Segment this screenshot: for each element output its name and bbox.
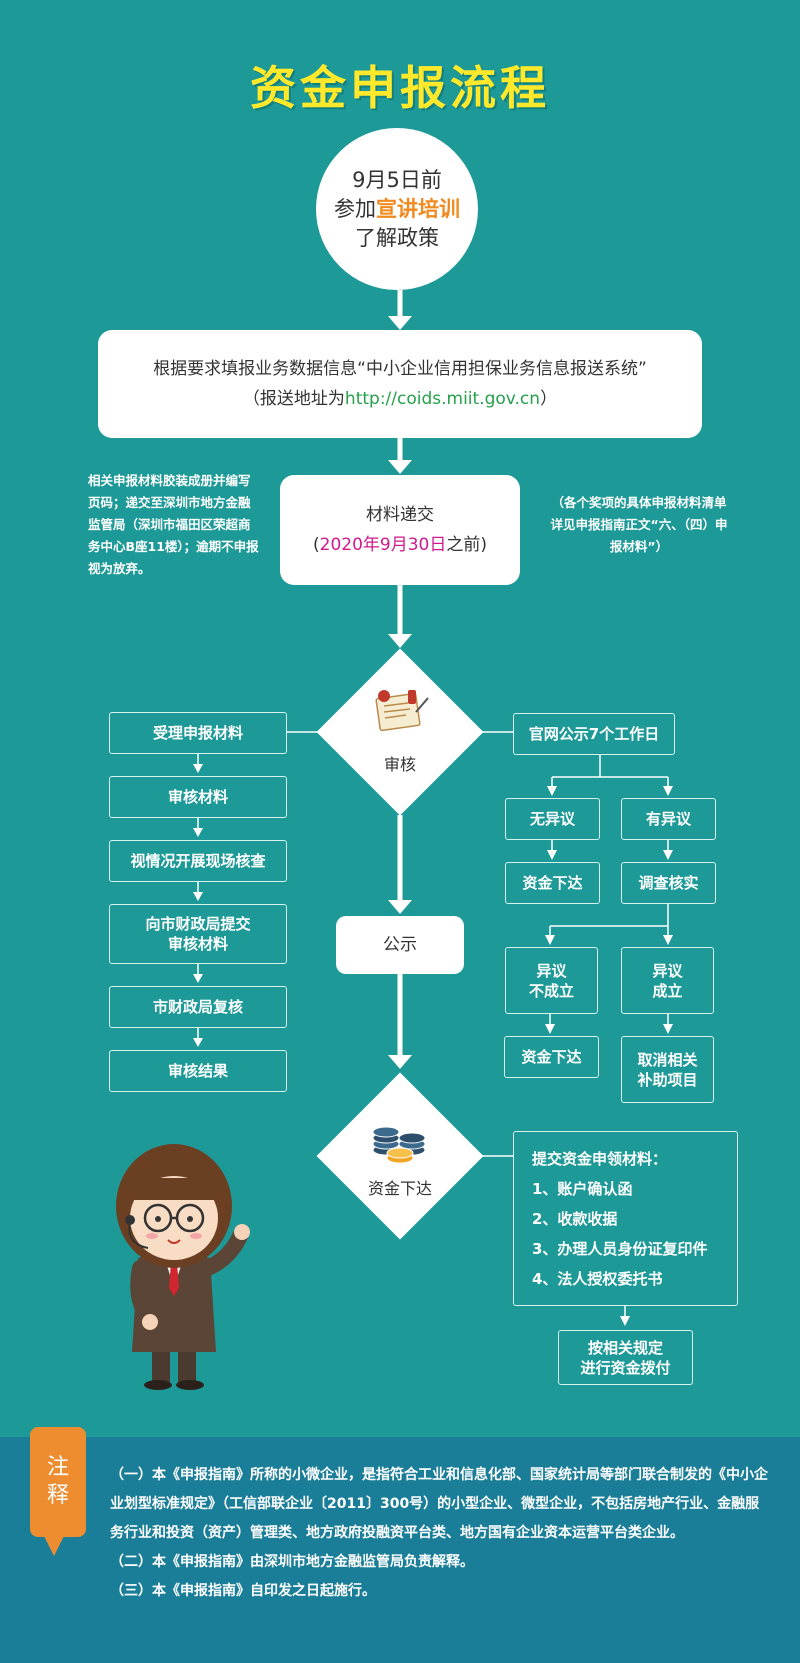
- fund-payment-box: 按相关规定 进行资金拨付: [558, 1330, 693, 1385]
- material-item: 3、办理人员身份证复印件: [532, 1234, 707, 1264]
- left-submission-note: 相关申报材料胶装成册并编写页码；递交至深圳市地方金融监管局（深圳市福田区荣超商务…: [88, 470, 260, 580]
- fill-data-text: 根据要求填报业务数据信息“中小企业信用担保业务信息报送系统”: [98, 354, 702, 384]
- materials-title: 提交资金申领材料：: [532, 1144, 667, 1174]
- submit-materials-label: 材料递交: [280, 500, 520, 530]
- cancel-subsidy: 取消相关 补助项目: [621, 1036, 714, 1103]
- investigate-verify: 调查核实: [621, 862, 716, 904]
- review-label: 审核: [340, 751, 460, 775]
- fund-issued-no-objection: 资金下达: [505, 862, 600, 904]
- step-onsite-check: 视情况开展现场核查: [109, 840, 287, 882]
- notes-tag: 注 释: [30, 1427, 86, 1537]
- note-item: （二）本《申报指南》由深圳市地方金融监管局负责解释。: [110, 1548, 770, 1577]
- note-item: （三）本《申报指南》自印发之日起施行。: [110, 1577, 770, 1606]
- material-item: 1、账户确认函: [532, 1174, 632, 1204]
- right-material-note: （各个奖项的具体申报材料清单详见申报指南正文“六、（四）申报材料”）: [546, 492, 732, 558]
- document-stamp-icon: [372, 688, 430, 734]
- fund-materials-box: 提交资金申领材料： 1、账户确认函 2、收款收据 3、办理人员身份证复印件 4、…: [513, 1131, 738, 1306]
- objection-invalid: 异议 不成立: [505, 947, 598, 1014]
- training-highlight: 宣讲培训: [376, 197, 460, 221]
- fund-issued-objection-invalid: 资金下达: [504, 1036, 599, 1078]
- deadline-date: 2020年9月30日: [320, 535, 447, 555]
- report-link[interactable]: http://coids.miit.gov.cn: [345, 389, 540, 409]
- has-objection: 有异议: [621, 798, 716, 840]
- step-review-result: 审核结果: [109, 1050, 287, 1092]
- no-objection: 无异议: [505, 798, 600, 840]
- page-title: 资金申报流程: [0, 52, 800, 118]
- fund-issue-label: 资金下达: [340, 1175, 460, 1199]
- public-notice-7days: 官网公示7个工作日: [513, 713, 675, 755]
- step-finance-recheck: 市财政局复核: [109, 986, 287, 1028]
- material-item: 4、法人授权委托书: [532, 1264, 662, 1294]
- training-purpose: 了解政策: [316, 224, 478, 253]
- step-submit-to-finance: 向市财政局提交 审核材料: [109, 904, 287, 964]
- cartoon-girl-illustration: [100, 1138, 260, 1392]
- step-accept-materials: 受理申报材料: [109, 712, 287, 754]
- report-address: （报送地址为http://coids.miit.gov.cn）: [98, 384, 702, 414]
- material-item: 2、收款收据: [532, 1204, 617, 1234]
- step-review-materials: 审核材料: [109, 776, 287, 818]
- notes-text: （一）本《申报指南》所称的小微企业，是指符合工业和信息化部、国家统计局等部门联合…: [110, 1461, 770, 1606]
- note-item: （一）本《申报指南》所称的小微企业，是指符合工业和信息化部、国家统计局等部门联合…: [110, 1461, 770, 1548]
- submit-deadline: (2020年9月30日之前): [280, 530, 520, 560]
- objection-valid: 异议 成立: [621, 947, 714, 1014]
- step-training-circle: 9月5日前 参加宣讲培训 了解政策: [316, 128, 478, 290]
- training-deadline: 9月5日前: [316, 166, 478, 195]
- notes-tag-tail: [44, 1536, 64, 1558]
- training-line: 参加宣讲培训: [316, 195, 478, 224]
- coins-icon: [370, 1120, 430, 1164]
- step-fill-data-box: 根据要求填报业务数据信息“中小企业信用担保业务信息报送系统” （报送地址为htt…: [98, 330, 702, 438]
- publicity-box: 公示: [336, 916, 464, 974]
- step-submit-materials-box: 材料递交 (2020年9月30日之前): [280, 475, 520, 585]
